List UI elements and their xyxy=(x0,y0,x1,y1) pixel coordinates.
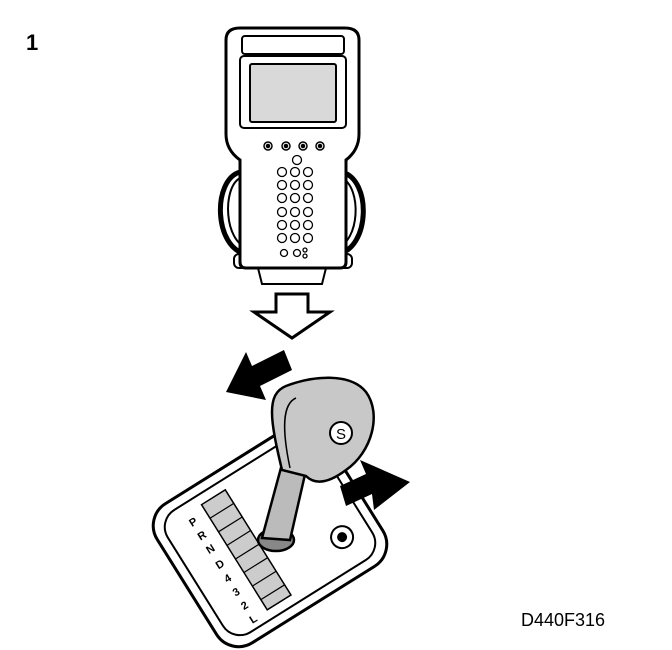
knob-button-label: S xyxy=(336,426,346,443)
keypad xyxy=(276,154,314,259)
step-number: 1 xyxy=(26,30,39,55)
shift-lever xyxy=(256,376,375,553)
gate-position-2: 2 xyxy=(239,599,251,612)
function-keys xyxy=(263,141,325,151)
handheld-tester-icon xyxy=(218,26,366,285)
arrow-down-right-icon xyxy=(340,460,410,510)
arrow-up-left-icon xyxy=(226,350,292,400)
overdrive-switch-button xyxy=(329,421,353,445)
figure-code: D440F316 xyxy=(521,610,606,630)
gate-position-3: 3 xyxy=(231,586,243,599)
arrow-down-icon xyxy=(249,292,335,340)
